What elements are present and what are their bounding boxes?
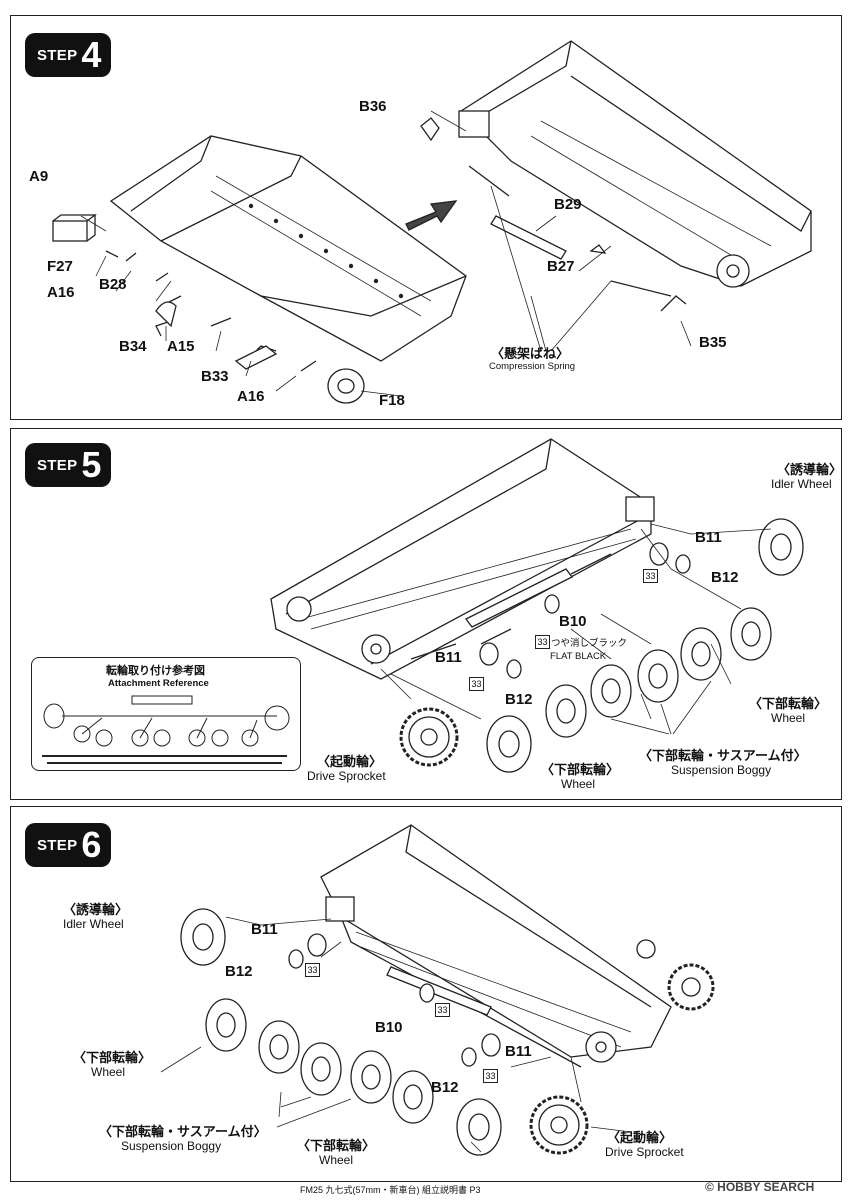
step-word: STEP: [37, 836, 78, 854]
idler-wheel-jp: 〈誘導輪〉: [63, 902, 129, 917]
part-b11-lower: B11: [505, 1043, 532, 1060]
part-b28: B28: [99, 276, 127, 293]
part-b27: B27: [547, 258, 575, 275]
part-a9: A9: [29, 168, 49, 185]
step-number: 6: [81, 824, 102, 865]
part-a16-lower: A16: [237, 388, 265, 405]
drive-sprocket-jp: 〈起動輪〉: [317, 754, 383, 769]
part-b35: B35: [699, 334, 727, 351]
chassis-left: [109, 135, 467, 362]
direction-arrow: [405, 200, 458, 231]
step-word: STEP: [37, 46, 78, 64]
idler-wheel-jp: 〈誘導輪〉: [777, 462, 843, 477]
part-b11-lower: B11: [435, 649, 462, 666]
part-f27: F27: [47, 258, 73, 275]
step6-illustration: [160, 824, 715, 1156]
idler-wheel-en: Idler Wheel: [63, 917, 124, 931]
finish-en: FLAT BLACK: [550, 651, 607, 662]
drive-sprocket-en: Drive Sprocket: [605, 1145, 684, 1159]
part-a16: A16: [47, 284, 75, 301]
part-b10: B10: [375, 1019, 403, 1036]
wheel-en: Wheel: [91, 1065, 126, 1079]
paint-code-badge: 33: [469, 677, 484, 691]
wheel2-jp: 〈下部転輪〉: [541, 762, 620, 777]
step-number: 5: [81, 444, 102, 485]
step4-illustration: [52, 40, 812, 404]
step-word: STEP: [37, 456, 78, 474]
wheel-jp: 〈下部転輪〉: [749, 696, 828, 711]
drive-sprocket-jp: 〈起動輪〉: [607, 1130, 673, 1145]
drive-sprocket-en: Drive Sprocket: [307, 769, 386, 783]
wheel2-en: Wheel: [561, 777, 596, 791]
step6-panel: STEP 6: [10, 806, 842, 1182]
spring-jp: 〈懸架ばね〉: [491, 346, 570, 361]
part-b12-lower: B12: [505, 691, 533, 708]
chassis: [320, 824, 672, 1058]
part-b36: B36: [359, 98, 387, 115]
idler-wheel: [758, 518, 804, 576]
wheel-jp: 〈下部転輪〉: [73, 1050, 152, 1065]
suspension-boggy-en: Suspension Boggy: [121, 1139, 222, 1153]
step5-badge: STEP 5: [25, 443, 112, 487]
chassis-right: [459, 40, 812, 287]
drive-sprocket: [529, 1095, 589, 1155]
step5-panel: STEP 5: [10, 428, 842, 800]
idler-wheel: [180, 908, 226, 966]
paint-code-badge: 33: [305, 963, 320, 977]
reference-drawing: [42, 695, 290, 764]
reference-jp: 転輪取り付け参考図: [106, 665, 205, 677]
attachment-reference-box: 転輪取り付け参考図 Attachment Reference: [31, 657, 301, 771]
step4-badge: STEP 4: [25, 33, 112, 77]
step5-illustration: [270, 438, 804, 773]
step6-badge: STEP 6: [25, 823, 112, 867]
part-b11: B11: [695, 529, 722, 546]
part-a15: A15: [167, 338, 195, 355]
part-f18: F18: [379, 392, 405, 409]
part-b12: B12: [711, 569, 739, 586]
part-b29: B29: [554, 196, 582, 213]
watermark: © HOBBY SEARCH: [705, 1180, 815, 1194]
suspension-boggy-jp: 〈下部転輪・サスアーム付〉: [99, 1124, 267, 1139]
idler-wheel-en: Idler Wheel: [771, 477, 832, 491]
finish-jp: つや消しブラック: [551, 638, 628, 649]
wheel-en: Wheel: [771, 711, 806, 725]
suspension-boggy-jp: 〈下部転輪・サスアーム付〉: [639, 748, 807, 763]
part-b11: B11: [251, 921, 278, 938]
suspension-boggy-en: Suspension Boggy: [671, 763, 772, 777]
paint-code-badge: 33: [483, 1069, 498, 1083]
wheel2-en: Wheel: [319, 1153, 354, 1167]
paint-code-badge: 33: [435, 1003, 450, 1017]
paint-code-badge: 33: [643, 569, 658, 583]
part-b12: B12: [225, 963, 253, 980]
reference-en: Attachment Reference: [108, 678, 209, 689]
page-footer: FM25 九七式(57mm・新車台) 組立説明書 P3: [300, 1185, 481, 1195]
spring-en: Compression Spring: [489, 361, 576, 372]
part-b34: B34: [119, 338, 147, 355]
wheel2-jp: 〈下部転輪〉: [297, 1138, 376, 1153]
step4-panel: STEP 4: [10, 15, 842, 420]
part-b33: B33: [201, 368, 229, 385]
part-b10: B10: [559, 613, 587, 630]
step-number: 4: [81, 34, 102, 75]
drive-sprocket: [399, 707, 459, 767]
part-b12-lower: B12: [431, 1079, 459, 1096]
paint-code-badge: 33: [535, 635, 550, 649]
